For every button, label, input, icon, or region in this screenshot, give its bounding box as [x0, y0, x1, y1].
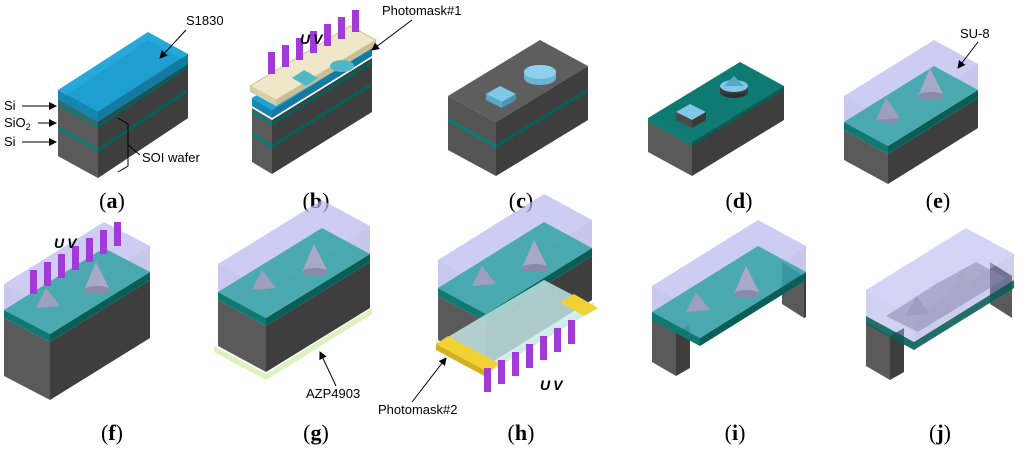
caption-g: (g): [303, 420, 329, 445]
panel-b: UV Photomask#1: [248, 3, 462, 174]
uv-arrows-b: [268, 10, 359, 74]
panel-h: UV Photomask#2: [378, 194, 598, 417]
panel-a: S1830 Si SiO2 Si SOI wafer: [4, 13, 224, 178]
label-sio2: SiO2: [4, 115, 31, 132]
uv-arrows-f: [30, 222, 121, 294]
caption-c: (c): [509, 188, 533, 213]
label-si-top: Si: [4, 98, 16, 113]
uv-arrows-h: [484, 320, 575, 392]
panel-c: [448, 40, 588, 176]
caption-d: (d): [726, 188, 753, 213]
label-si-bottom: Si: [4, 134, 16, 149]
panel-i: [652, 220, 806, 376]
caption-a: (a): [99, 188, 125, 213]
caption-i: (i): [725, 420, 746, 445]
label-s1830: S1830: [186, 13, 224, 28]
label-uv-h: UV: [540, 377, 565, 393]
panel-g: AZP4903: [214, 200, 372, 401]
label-su8: SU-8: [960, 26, 990, 41]
caption-e: (e): [926, 188, 950, 213]
panel-f: UV: [4, 222, 150, 400]
panel-d: [648, 62, 784, 176]
panel-e: SU-8: [844, 26, 990, 184]
label-azp4903: AZP4903: [306, 386, 360, 401]
label-photomask2: Photomask#2: [378, 402, 458, 417]
label-uv-b: UV: [300, 31, 325, 47]
label-soi-wafer: SOI wafer: [142, 150, 200, 165]
label-photomask1: Photomask#1: [382, 3, 462, 18]
caption-j: (j): [929, 420, 951, 445]
caption-f: (f): [101, 420, 123, 445]
panel-j: [866, 228, 1014, 380]
label-uv-f: UV: [54, 235, 79, 251]
caption-h: (h): [508, 420, 535, 445]
